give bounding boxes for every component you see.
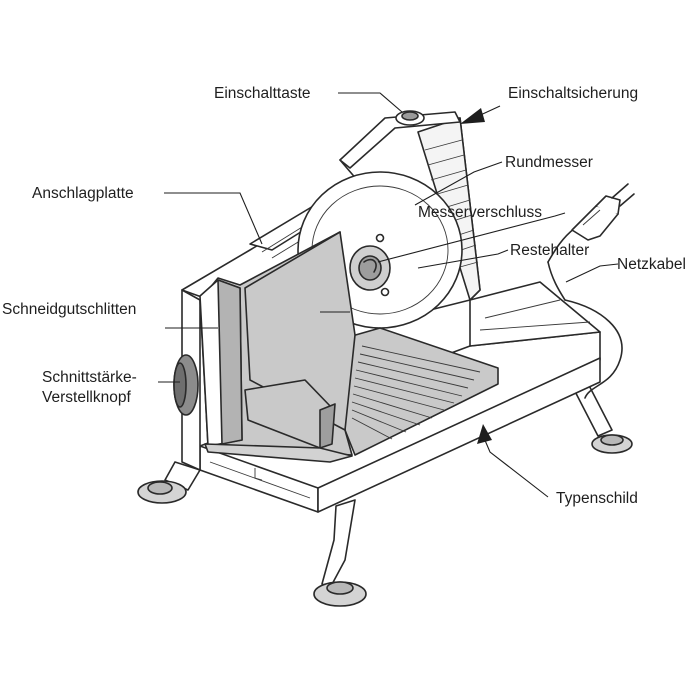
label-restehalter: Restehalter (510, 242, 589, 259)
labels: Einschalttaste Einschaltsicherung Rundme… (2, 85, 686, 507)
safety-switch-arrow (460, 105, 501, 124)
slide-tray (344, 327, 499, 456)
label-schneidgutschlitten: Schneidgutschlitten (2, 301, 136, 318)
rear-left-foot (137, 461, 201, 504)
label-schnittstaerke-2: Verstellknopf (42, 389, 131, 406)
label-typenschild: Typenschild (556, 490, 638, 507)
label-einschalttaste: Einschalttaste (214, 85, 311, 102)
label-rundmesser: Rundmesser (505, 154, 593, 171)
label-messerverschluss: Messerverschluss (418, 204, 542, 221)
typenschild-arrow (477, 424, 549, 498)
front-leg (313, 499, 367, 607)
leader-lines (158, 92, 619, 383)
power-plug (571, 183, 635, 241)
label-schnittstaerke-1: Schnittstärke- (42, 369, 137, 386)
label-netzkabel: Netzkabel (617, 256, 686, 273)
power-button-icon[interactable] (395, 110, 425, 126)
food-carriage (199, 231, 356, 463)
label-anschlagplatte: Anschlagplatte (32, 185, 134, 202)
label-einschaltsicherung: Einschaltsicherung (508, 85, 638, 102)
thickness-knob-icon[interactable] (173, 354, 199, 416)
